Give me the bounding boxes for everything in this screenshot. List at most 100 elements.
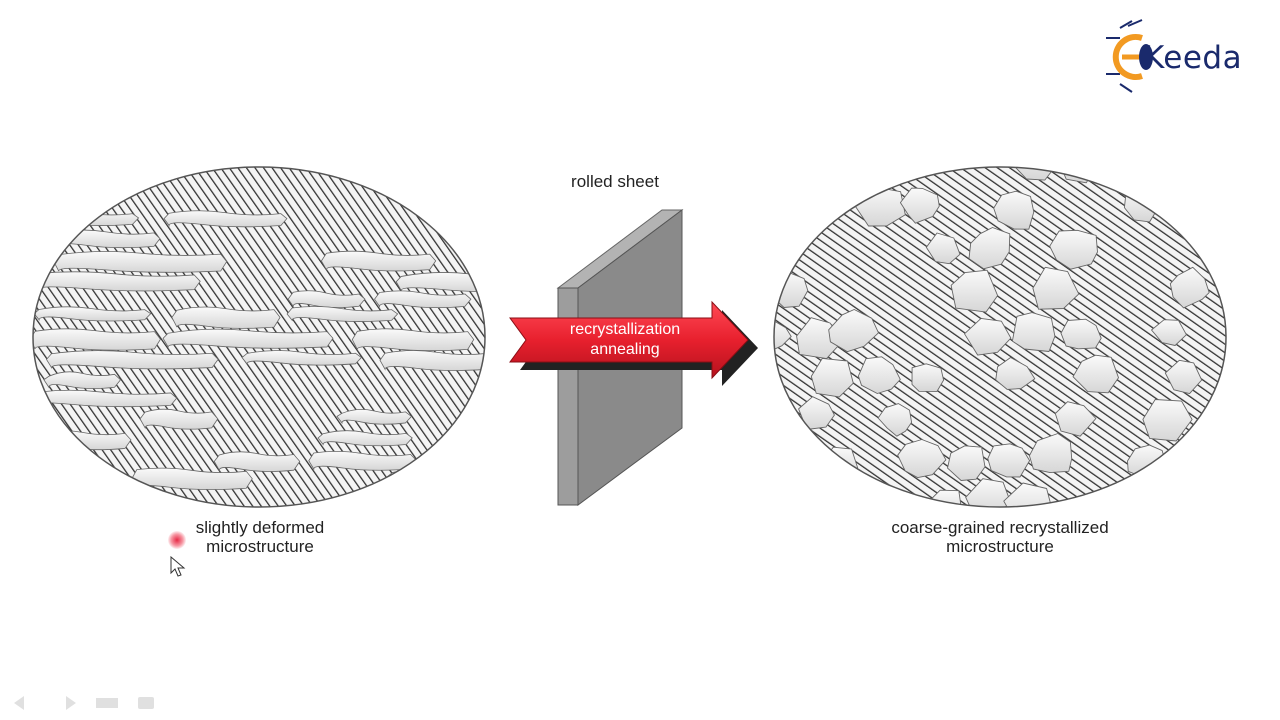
equiaxed-grain: [1214, 190, 1226, 228]
equiaxed-grain: [774, 192, 807, 231]
elongated-grain: [336, 408, 413, 425]
ekeeda-wordmark: Keeda: [1144, 40, 1243, 76]
equiaxed-grain: [964, 317, 1012, 356]
equiaxed-grain: [774, 403, 785, 438]
equiaxed-grain: [1230, 230, 1280, 273]
equiaxed-grain: [1164, 359, 1203, 395]
equiaxed-grain: [828, 309, 879, 353]
equiaxed-grain: [1142, 399, 1193, 442]
elongated-grain: [33, 306, 152, 322]
mouse-pointer-icon: [170, 556, 186, 577]
equiaxed-grain: [1049, 229, 1098, 270]
equiaxed-grain: [774, 320, 792, 352]
equiaxed-grain: [897, 439, 947, 479]
elongated-grain: [320, 250, 437, 272]
equiaxed-grain: [1032, 266, 1080, 310]
equiaxed-grain: [1028, 433, 1073, 474]
equiaxed-grain: [1003, 482, 1052, 507]
equiaxed-grain: [1253, 186, 1280, 219]
equiaxed-grain: [774, 475, 790, 507]
cursor-highlight: [168, 531, 186, 549]
equiaxed-grain: [793, 167, 841, 190]
ekeeda-logo[interactable]: Keeda: [1098, 16, 1258, 96]
elongated-grain: [33, 328, 161, 351]
equiaxed-grain: [995, 357, 1036, 390]
elongated-grain: [395, 272, 485, 293]
menu-icon: [96, 698, 118, 708]
equiaxed-grain: [810, 357, 854, 398]
equiaxed-grain: [788, 478, 835, 507]
elongated-grain: [241, 350, 363, 366]
elongated-grain: [33, 468, 106, 486]
equiaxed-grain: [1248, 272, 1280, 315]
recrystallized-caption-line-1: coarse-grained recrystallized: [891, 518, 1109, 537]
elongated-grain: [213, 451, 301, 472]
elongated-grain: [33, 488, 140, 506]
equiaxed-grain: [947, 445, 986, 481]
elongated-grain: [163, 210, 288, 228]
equiaxed-grain: [1265, 442, 1280, 470]
player-controls[interactable]: [10, 692, 170, 714]
deformed-caption-line-2: microstructure: [206, 537, 314, 556]
elongated-grain: [462, 250, 485, 269]
recrystallized-caption: coarse-grained recrystallized microstruc…: [830, 518, 1170, 556]
elongated-grain: [351, 328, 475, 352]
elongated-grain: [379, 350, 485, 371]
forward-icon: [66, 696, 76, 710]
equiaxed-grain: [857, 356, 901, 394]
elongated-grain: [53, 251, 228, 273]
equiaxed-grain: [899, 187, 940, 224]
equiaxed-grain: [1151, 319, 1187, 346]
equiaxed-grain: [1189, 481, 1226, 507]
equiaxed-grain: [1072, 354, 1119, 394]
elongated-grain: [317, 430, 413, 447]
elongated-grain: [33, 188, 100, 212]
annealing-arrow: [509, 300, 758, 386]
elongated-grain: [43, 371, 122, 389]
equiaxed-grain: [911, 363, 945, 392]
equiaxed-grain: [774, 439, 808, 476]
arrow-label-line-2: annealing: [590, 341, 660, 358]
elongated-grain: [45, 350, 219, 370]
recrystallized-caption-line-2: microstructure: [946, 537, 1054, 556]
elongated-grain: [475, 188, 485, 206]
elongated-grain: [139, 408, 219, 430]
equiaxed-grain: [993, 190, 1035, 230]
equiaxed-grain: [798, 396, 835, 430]
arrow-label-line-1: recrystallization: [569, 321, 681, 338]
equiaxed-grain: [1060, 318, 1102, 350]
equiaxed-grain: [1054, 401, 1097, 437]
elongated-grain: [286, 306, 399, 322]
chat-icon: [138, 697, 154, 709]
equiaxed-grain: [774, 227, 790, 265]
equiaxed-grain: [821, 446, 859, 479]
elongated-grain: [171, 306, 281, 329]
equiaxed-grain: [925, 232, 961, 265]
elongated-grain: [33, 271, 201, 292]
equiaxed-grain: [1011, 312, 1056, 352]
equiaxed-grain: [987, 443, 1031, 478]
equiaxed-grain: [950, 269, 999, 313]
equiaxed-grain: [836, 167, 880, 180]
elongated-grain: [374, 290, 472, 309]
elongated-grain: [287, 290, 366, 308]
equiaxed-grain: [1169, 266, 1210, 309]
equiaxed-grain: [968, 227, 1011, 270]
deformed-caption-line-1: slightly deformed: [195, 518, 325, 537]
rolled-sheet-label: rolled sheet: [571, 172, 659, 191]
deformed-microstructure-disc: [32, 166, 486, 508]
back-icon: [14, 696, 24, 710]
arrow-label: recrystallization annealing: [520, 320, 730, 360]
ekeeda-bug-e-icon: [1106, 19, 1153, 93]
equiaxed-grain: [1145, 167, 1182, 187]
deformed-caption: slightly deformed microstructure: [150, 518, 370, 556]
equiaxed-grain: [1241, 489, 1275, 518]
equiaxed-grain: [1138, 478, 1185, 507]
elongated-grain: [36, 168, 122, 186]
equiaxed-grain: [877, 403, 913, 437]
equiaxed-grain: [1105, 167, 1140, 181]
recrystallized-microstructure-disc: [773, 166, 1280, 518]
elongated-grain: [386, 468, 485, 486]
